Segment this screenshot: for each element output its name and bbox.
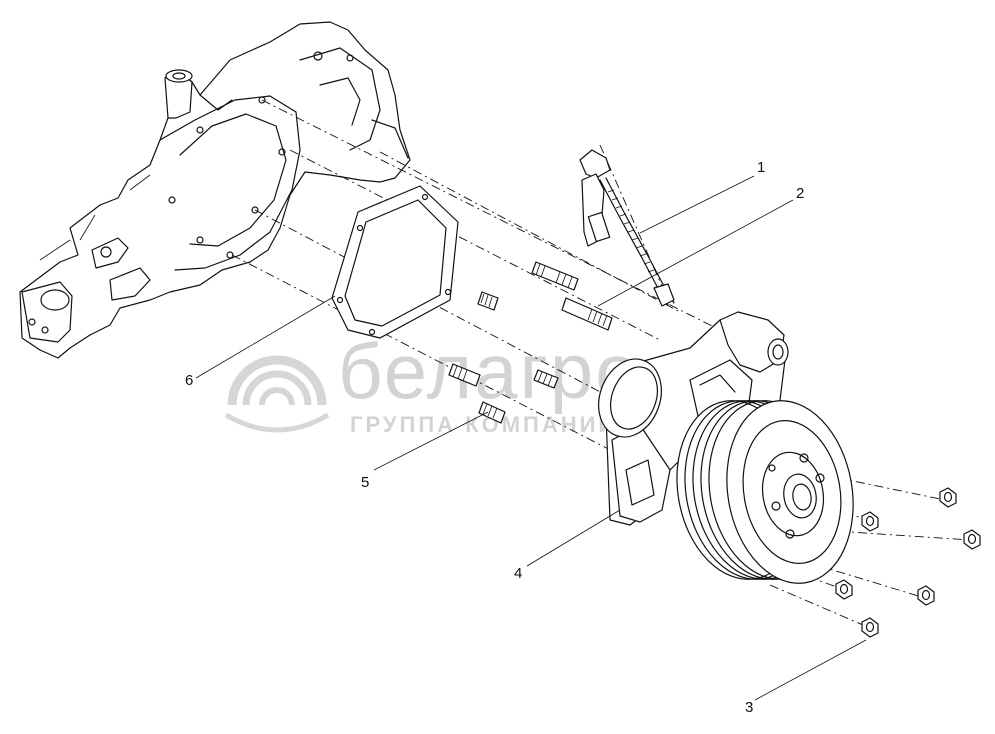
stud	[477, 291, 499, 311]
stud	[478, 401, 506, 424]
nut	[939, 487, 957, 508]
nut	[917, 585, 935, 606]
stud	[533, 369, 559, 389]
temperature-sensor	[579, 149, 675, 307]
watermark: белагро ГРУППА КОМПАНИЙ	[224, 327, 641, 437]
callout-3: 3	[745, 699, 753, 716]
watermark-brand: белагро	[338, 327, 641, 415]
water-pump	[598, 311, 854, 584]
callout-1: 1	[757, 159, 765, 176]
callout-4: 4	[514, 565, 522, 582]
stud	[561, 297, 613, 331]
callout-5: 5	[361, 474, 369, 491]
nut	[963, 529, 981, 550]
callout-6: 6	[185, 372, 193, 389]
nut	[861, 511, 879, 532]
watermark-subtitle: ГРУППА КОМПАНИЙ	[350, 412, 617, 437]
nuts	[835, 487, 981, 638]
stud	[531, 261, 579, 291]
gasket	[331, 185, 459, 339]
nut	[861, 617, 879, 638]
leader-lines	[195, 175, 867, 701]
nut	[835, 579, 853, 600]
callouts: 1 2 3 4 5 6	[185, 159, 804, 716]
engine-housing	[19, 21, 411, 359]
watermark-logo	[224, 355, 330, 433]
callout-2: 2	[796, 185, 804, 202]
studs	[448, 261, 613, 424]
stud	[448, 363, 481, 387]
